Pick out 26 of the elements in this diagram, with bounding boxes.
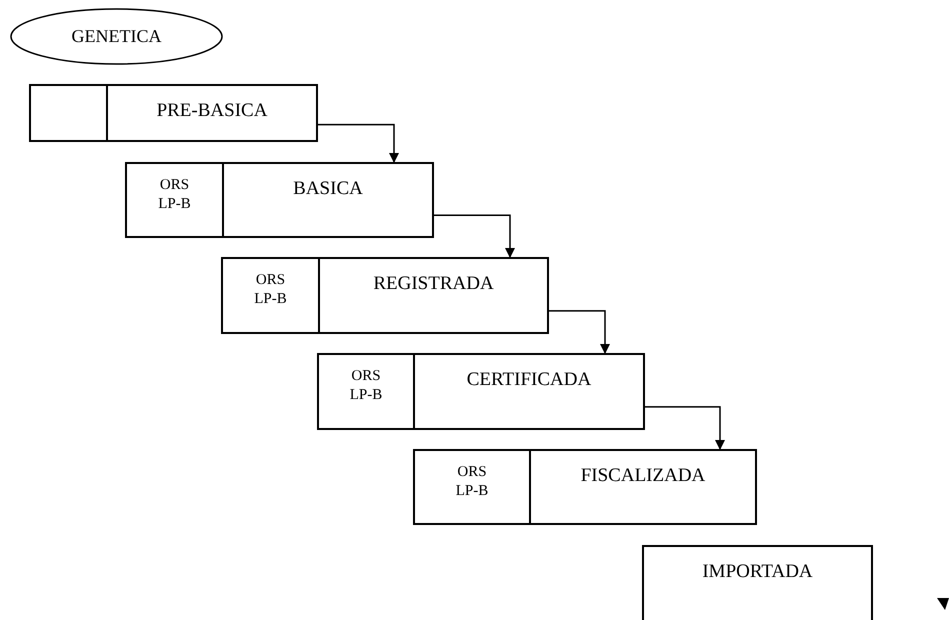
node-label: BASICA [293, 178, 363, 200]
arrow [318, 124, 399, 163]
process-box [642, 545, 873, 620]
node-label: GENETICA [72, 26, 162, 47]
process-box [413, 353, 645, 430]
side-cell [221, 257, 320, 334]
node-label: CERTIFICADA [466, 369, 592, 391]
side-cell [413, 449, 531, 525]
arrow [549, 310, 610, 354]
node-label: IMPORTADA [702, 561, 813, 583]
cell-label: ORS LP-B [454, 463, 490, 501]
side-cell [317, 353, 415, 430]
arrow [434, 214, 515, 258]
node-label: REGISTRADA [373, 273, 494, 295]
node-label: FISCALIZADA [580, 465, 706, 487]
ellipse-node [10, 8, 223, 65]
process-box [222, 162, 434, 238]
process-box [106, 84, 318, 142]
cell-label: ORS LP-B [253, 271, 288, 309]
side-cell [125, 162, 224, 238]
process-box [529, 449, 757, 525]
cell-label: ORS LP-B [157, 176, 192, 214]
arrow [645, 406, 725, 450]
cell-label: ORS LP-B [348, 367, 384, 405]
node-label: PRE-BASICA [156, 100, 268, 122]
process-box [318, 257, 549, 334]
